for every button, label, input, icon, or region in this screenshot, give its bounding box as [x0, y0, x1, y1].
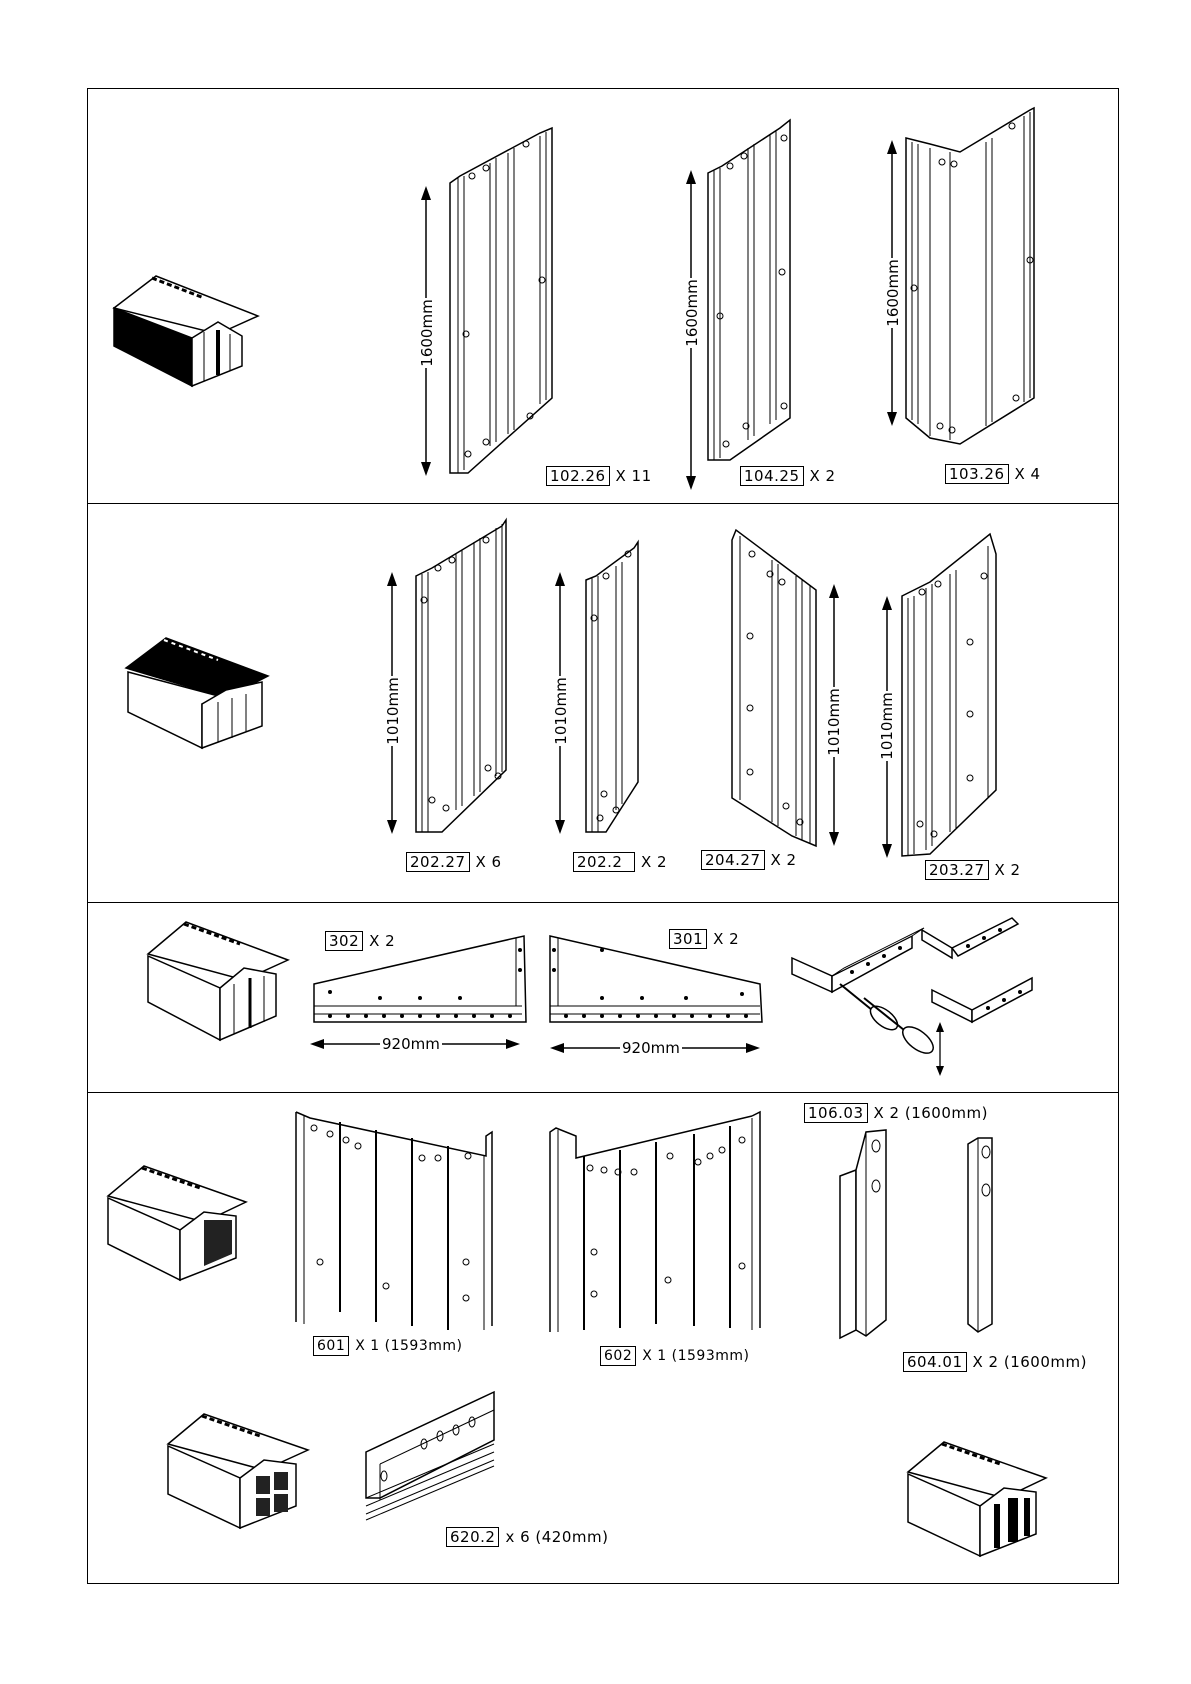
part-label: 202.27 X 6 — [406, 852, 502, 872]
dimension-label: 1600mm — [419, 298, 435, 368]
front-panel-601 — [290, 1112, 500, 1332]
part-code: 601 — [313, 1336, 349, 1356]
dimension-label: 1010mm — [385, 676, 401, 746]
part-label: 102.26 X 11 — [546, 466, 652, 486]
rail-620-2 — [360, 1392, 500, 1522]
dimension-label: 920mm — [380, 1036, 442, 1052]
part-qty: X 2 — [641, 853, 667, 871]
part-code: 106.03 — [804, 1103, 868, 1123]
wall-panel-103-26 — [900, 108, 1040, 448]
part-code: 301 — [669, 929, 707, 949]
part-label: 202.2 X 2 — [573, 852, 667, 872]
wall-panel-104-25 — [700, 118, 795, 464]
part-code: 103.26 — [945, 464, 1009, 484]
roof-panel-202-27 — [412, 520, 512, 840]
part-qty: X 2 — [810, 467, 836, 485]
dimension-label: 1010mm — [826, 687, 842, 757]
screwdriver-icon — [840, 984, 938, 1058]
shed-side-wall-icon — [104, 1162, 250, 1282]
dimension-label: 920mm — [620, 1040, 682, 1056]
roof-panel-202-2 — [582, 542, 642, 838]
part-qty: X 4 — [1015, 465, 1041, 483]
door-post-604-01 — [964, 1138, 1004, 1334]
corner-post-106-03 — [836, 1130, 896, 1340]
part-qty: X 11 — [616, 467, 652, 485]
part-code: 302 — [325, 931, 363, 951]
part-label: 104.25 X 2 — [740, 466, 836, 486]
part-label: 302 X 2 — [325, 931, 395, 951]
section-divider — [87, 902, 1119, 903]
part-qty: X 2 (1600mm) — [874, 1104, 988, 1122]
part-qty: X 2 — [995, 861, 1021, 879]
dimension-label: 1010mm — [879, 691, 895, 761]
part-code: 102.26 — [546, 466, 610, 486]
dimension-label: 1600mm — [684, 278, 700, 348]
part-code: 104.25 — [740, 466, 804, 486]
roof-panel-203-27 — [900, 534, 1000, 860]
part-qty: X 2 (1600mm) — [973, 1353, 1087, 1371]
part-code: 202.2 — [573, 852, 635, 872]
part-label: 604.01 X 2 (1600mm) — [903, 1352, 1087, 1372]
part-qty: X 2 — [771, 851, 797, 869]
part-label: 103.26 X 4 — [945, 464, 1041, 484]
roof-panel-204-27 — [726, 530, 826, 850]
dimension-label: 1010mm — [553, 676, 569, 746]
part-label: 204.27 X 2 — [701, 850, 797, 870]
part-code: 204.27 — [701, 850, 765, 870]
part-label: 106.03 X 2 (1600mm) — [804, 1103, 988, 1123]
shed-door-icon — [164, 1410, 312, 1530]
dimension-label: 1600mm — [885, 258, 901, 328]
shed-roof-icon — [122, 632, 272, 752]
front-panel-602 — [546, 1110, 766, 1334]
shed-front-wall-icon — [904, 1438, 1050, 1558]
part-qty: X 6 — [476, 853, 502, 871]
part-code: 602 — [600, 1346, 636, 1366]
shed-back-wall-icon — [108, 268, 258, 388]
section-divider — [87, 503, 1119, 504]
part-label: 601 X 1 (1593mm) — [313, 1336, 462, 1356]
part-code: 620.2 — [446, 1527, 499, 1547]
part-label: 301 X 2 — [669, 929, 739, 949]
part-code: 202.27 — [406, 852, 470, 872]
wall-panel-102-26 — [420, 128, 560, 478]
part-qty: X 2 — [369, 932, 395, 950]
section-divider — [87, 1092, 1119, 1093]
part-code: 604.01 — [903, 1352, 967, 1372]
part-label: 203.27 X 2 — [925, 860, 1021, 880]
part-qty: x 6 (420mm) — [505, 1528, 608, 1546]
frame-assembly-detail — [792, 918, 1032, 1078]
part-qty: X 1 (1593mm) — [642, 1348, 749, 1364]
part-label: 602 X 1 (1593mm) — [600, 1346, 749, 1366]
part-qty: X 2 — [713, 930, 739, 948]
part-code: 203.27 — [925, 860, 989, 880]
part-label: 620.2 x 6 (420mm) — [446, 1527, 608, 1547]
shed-gable-icon — [144, 918, 292, 1044]
part-qty: X 1 (1593mm) — [355, 1338, 462, 1354]
